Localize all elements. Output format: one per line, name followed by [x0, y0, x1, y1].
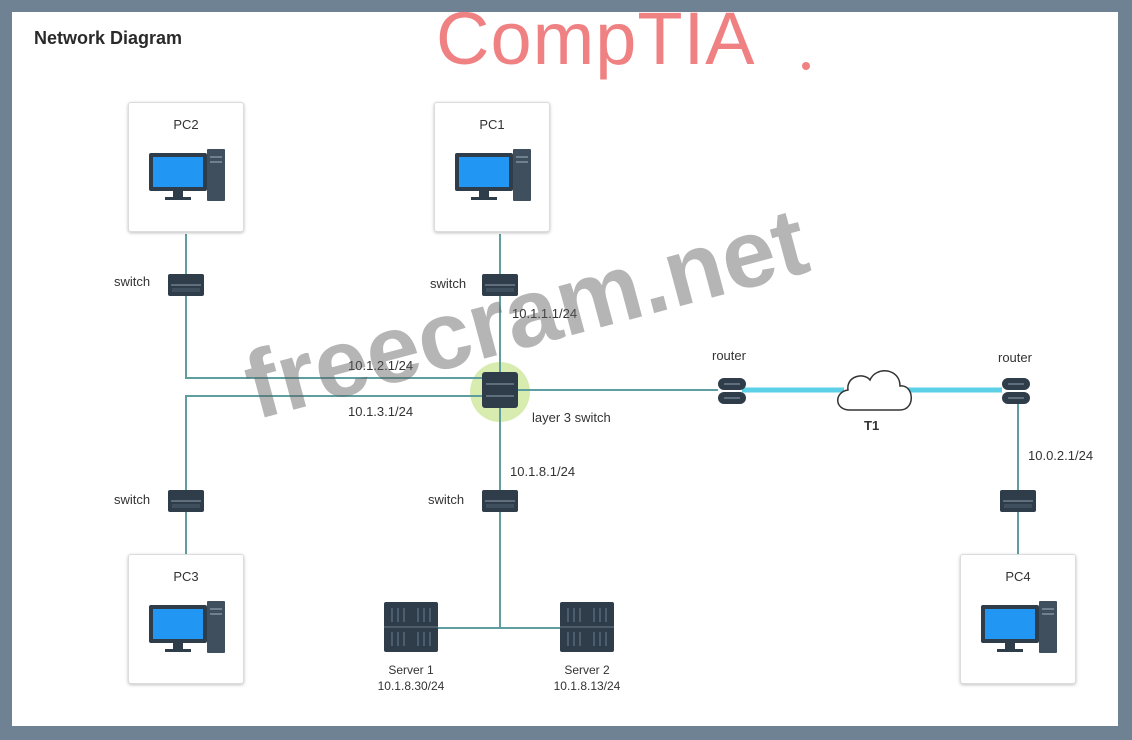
server2-name: Server 2	[564, 663, 610, 677]
switch-icon	[168, 274, 204, 296]
computer-icon	[455, 149, 531, 201]
computer-icon	[981, 601, 1057, 653]
ip-label-pc1-link: 10.1.1.1/24	[512, 306, 578, 321]
pc1-node[interactable]: PC1	[434, 102, 550, 232]
switch-icon	[482, 274, 518, 296]
server2-label: Server 2 10.1.8.13/24	[527, 662, 647, 694]
router-icon	[1002, 378, 1030, 404]
ip-label-pc2-link: 10.1.2.1/24	[348, 358, 414, 373]
switch-label-pc3: switch	[114, 492, 151, 507]
link-pc2-l3switch	[185, 234, 488, 379]
pc4-label: PC4	[1005, 569, 1031, 584]
pc2-label: PC2	[173, 117, 199, 132]
switch-icon	[1000, 490, 1036, 512]
computer-icon	[149, 601, 225, 653]
switch-label-servers: switch	[428, 492, 465, 507]
pc4-node[interactable]: PC4	[960, 554, 1076, 684]
layer3-switch-icon	[482, 372, 518, 408]
server1-label: Server 1 10.1.8.30/24	[351, 662, 471, 694]
router-label-right: router	[998, 350, 1032, 365]
switch-label-pc2: switch	[114, 274, 151, 289]
server1-name: Server 1	[388, 663, 434, 677]
ip-label-pc3-link: 10.1.3.1/24	[348, 404, 414, 419]
pc3-label: PC3	[173, 569, 199, 584]
cloud-icon	[837, 370, 912, 411]
server2-ip: 10.1.8.13/24	[553, 679, 621, 693]
router-label-left: router	[712, 348, 746, 363]
server-icon	[384, 602, 438, 652]
comptia-logo: CompTIA	[436, 0, 756, 80]
computer-icon	[149, 149, 225, 201]
ip-label-server-link: 10.1.8.1/24	[510, 464, 576, 479]
switch-icon	[168, 490, 204, 512]
server-icon	[560, 602, 614, 652]
server1-ip: 10.1.8.30/24	[377, 679, 445, 693]
ip-label-pc4-link: 10.0.2.1/24	[1028, 448, 1094, 463]
pc1-label: PC1	[479, 117, 505, 132]
registered-mark-icon: ®	[802, 62, 810, 70]
switch-icon	[482, 490, 518, 512]
link-pc3-l3switch	[185, 395, 488, 554]
pc3-node[interactable]: PC3	[128, 554, 244, 684]
t1-label: T1	[864, 418, 880, 433]
page-title: Network Diagram	[34, 28, 183, 48]
switch-label-pc1: switch	[430, 276, 467, 291]
network-diagram-canvas	[168, 234, 1036, 652]
layer3-switch-label: layer 3 switch	[532, 410, 611, 425]
diagram-panel: Network Diagram CompTIA ® PC2 PC1 PC3	[12, 2, 1118, 726]
router-icon	[718, 378, 746, 404]
pc2-node[interactable]: PC2	[128, 102, 244, 232]
